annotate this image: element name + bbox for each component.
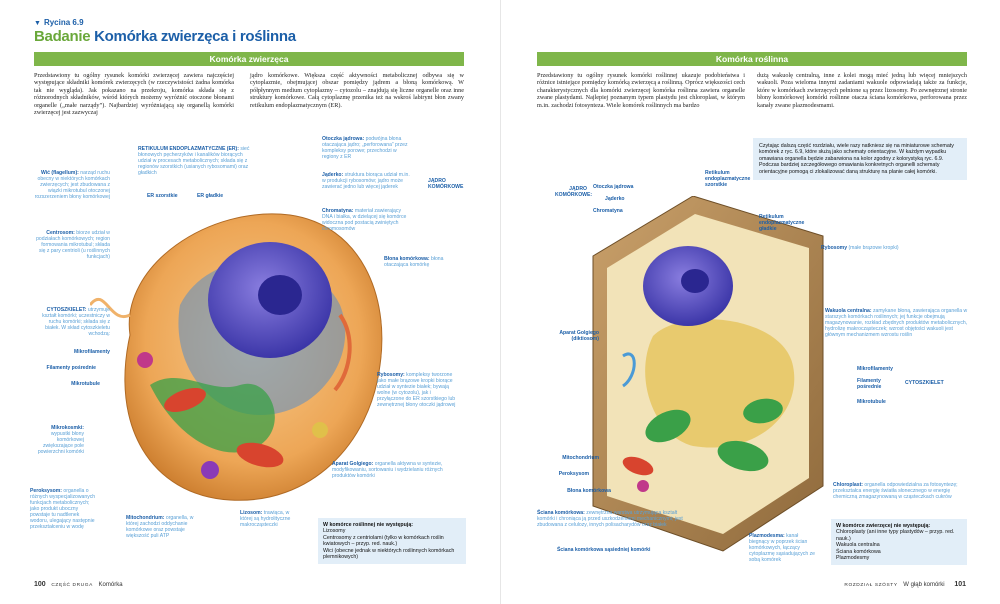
intro-column-1: Przedstawiony tu ogólny rysunek komórki … <box>537 72 745 109</box>
figure-label: ▼Rycina 6.9 <box>34 18 84 27</box>
page-heading: Badanie Komórka zwierzęca i roślinna <box>34 28 296 45</box>
label-er-rough: ER szorstkie <box>147 193 178 199</box>
label-mitochondrion: Mitochondrium: organella, w której zacho… <box>126 515 194 539</box>
label-microtubules: Mikrotubule <box>71 381 100 387</box>
label-ribosomes: Rybosomy: kompleksy tworzone jako małe b… <box>377 372 456 408</box>
label-chromatin: Chromatyna <box>593 208 623 214</box>
box-item: Chloroplasty (ani inne typy plastydów – … <box>836 529 955 542</box>
box-item: Lizosomy <box>323 528 346 535</box>
label-chloroplast: Chloroplast: organella odpowiedzialna za… <box>833 482 958 500</box>
plant-cell-illustration <box>592 196 824 552</box>
label-cytoskeleton-group: CYTOSZKIELET <box>905 380 944 386</box>
left-page: ▼Rycina 6.9 Badanie Komórka zwierzęca i … <box>30 18 466 588</box>
footer-right: ROZDZIAŁ SZÓSTY W głąb komórki 101 <box>844 581 966 588</box>
label-microfilaments: Mikrofilamenty <box>857 366 893 372</box>
label-intermediate-filaments: Filamenty pośrednie <box>857 378 882 390</box>
label-peroxisome: Peroksysom: organella o różnych wyspecja… <box>30 488 96 530</box>
label-nucleus-group: JĄDRO KOMÓRKOWE: <box>555 186 593 198</box>
label-centrosome: Centrosom: biorze udział w podziałach ko… <box>36 230 110 260</box>
right-page: Komórka roślinna Przedstawiony tu ogólny… <box>500 0 1000 604</box>
intro-column-2: jądro komórkowe. Większa część aktywnośc… <box>250 72 464 109</box>
label-nucleolus: Jąderko: struktura biorąca udział m.in. … <box>322 172 410 190</box>
label-cell-wall: Ściana komórkowa: zewnętrzna warstwa utr… <box>537 510 683 528</box>
label-golgi: Aparat Golgiego (diktiosom) <box>559 330 599 342</box>
intro-column-2: dużą wakuolę centralną, inne z kolei mog… <box>757 72 967 109</box>
label-plasmodesma: Plazmodesma: kanał biegnący w poprzek śc… <box>749 533 815 563</box>
label-cytoskeleton: CYTOSZKIELET: utrzymuje kształt komórki;… <box>42 307 110 337</box>
label-rough-er: Retikulum endoplazmatyczne szorstkie <box>705 170 751 188</box>
label-intermediate-filaments: Filamenty pośrednie <box>46 365 96 371</box>
box-item: Ściana komórkowa <box>836 548 881 555</box>
label-nuclear-envelope: Otoczka jądrowa: podwójna błona otaczają… <box>322 136 408 160</box>
label-vacuole: Wakuola centralna: zamykane błoną, zawie… <box>825 308 968 338</box>
label-er-smooth: ER gładkie <box>197 193 224 199</box>
info-box: Czytając dalszą część rozdziału, wiele r… <box>753 138 967 181</box>
animal-cell-illustration <box>90 213 383 501</box>
page-number: 100 <box>34 581 46 588</box>
label-peroxisome: Peroksysom <box>558 471 589 477</box>
label-cell-membrane: Błona komórkowa: błona otaczająca komórk… <box>384 256 444 268</box>
label-lysosome: Lizosom: trawiąca, w której są hydrolity… <box>240 510 291 528</box>
box-item: Wici (obecne jednak w niektórych roślinn… <box>323 547 455 561</box>
label-chromatin: Chromatyna: materiał zawierający DNA i b… <box>322 208 407 232</box>
label-mitochondrion: Mitochondrium <box>562 455 599 461</box>
label-ribosomes: Rybosomy (małe brązowe kropki) <box>821 245 899 251</box>
label-smooth-er: Retikulum endoplazmatyczne gładkie <box>759 214 805 232</box>
page-number: 101 <box>954 581 966 588</box>
label-microtubules: Mikrotubule <box>857 399 886 405</box>
label-nucleus-group: JĄDRO KOMÓRKOWE <box>428 178 464 190</box>
label-er: RETIKULUM ENDOPLAZMATYCZNE (ER): sieć bł… <box>138 146 250 176</box>
label-flagellum: Wić (flagellum): narząd ruchu obecny w n… <box>34 170 110 200</box>
box-item: Plazmodesmy <box>836 555 870 562</box>
intro-column-1: Przedstawiony tu ogólny rysunek komórki … <box>34 72 234 117</box>
label-golgi: Aparat Golgiego: organella aktywna w syn… <box>332 461 443 479</box>
box-item: Wakuola centralna <box>836 542 880 549</box>
box-item: Centrosomy z centriolami (tylko w komórk… <box>323 534 444 548</box>
section-bar-plant: Komórka roślinna <box>537 52 967 66</box>
box-absent-in-animal: W komórce zwierzęcej nie występują: Chlo… <box>831 519 967 566</box>
footer-left: 100 CZĘŚĆ DRUGA Komórka <box>34 581 123 588</box>
label-microfilaments: Mikrofilamenty <box>74 349 110 355</box>
triangle-icon: ▼ <box>34 20 41 27</box>
section-bar-animal: Komórka zwierzęca <box>34 52 464 66</box>
label-envelope: Otoczka jądrowa <box>593 184 634 190</box>
label-microvilli: Mikrokosmki: wypustki błony komórkowej z… <box>37 425 84 455</box>
label-nucleolus: Jąderko <box>605 196 625 202</box>
label-adjacent-wall: Ściana komórkowa sąsiedniej komórki <box>557 547 651 553</box>
box-absent-in-plant: W komórce roślinnej nie występują: Lizos… <box>318 518 466 565</box>
label-cell-membrane: Błona komórkowa <box>567 488 611 494</box>
